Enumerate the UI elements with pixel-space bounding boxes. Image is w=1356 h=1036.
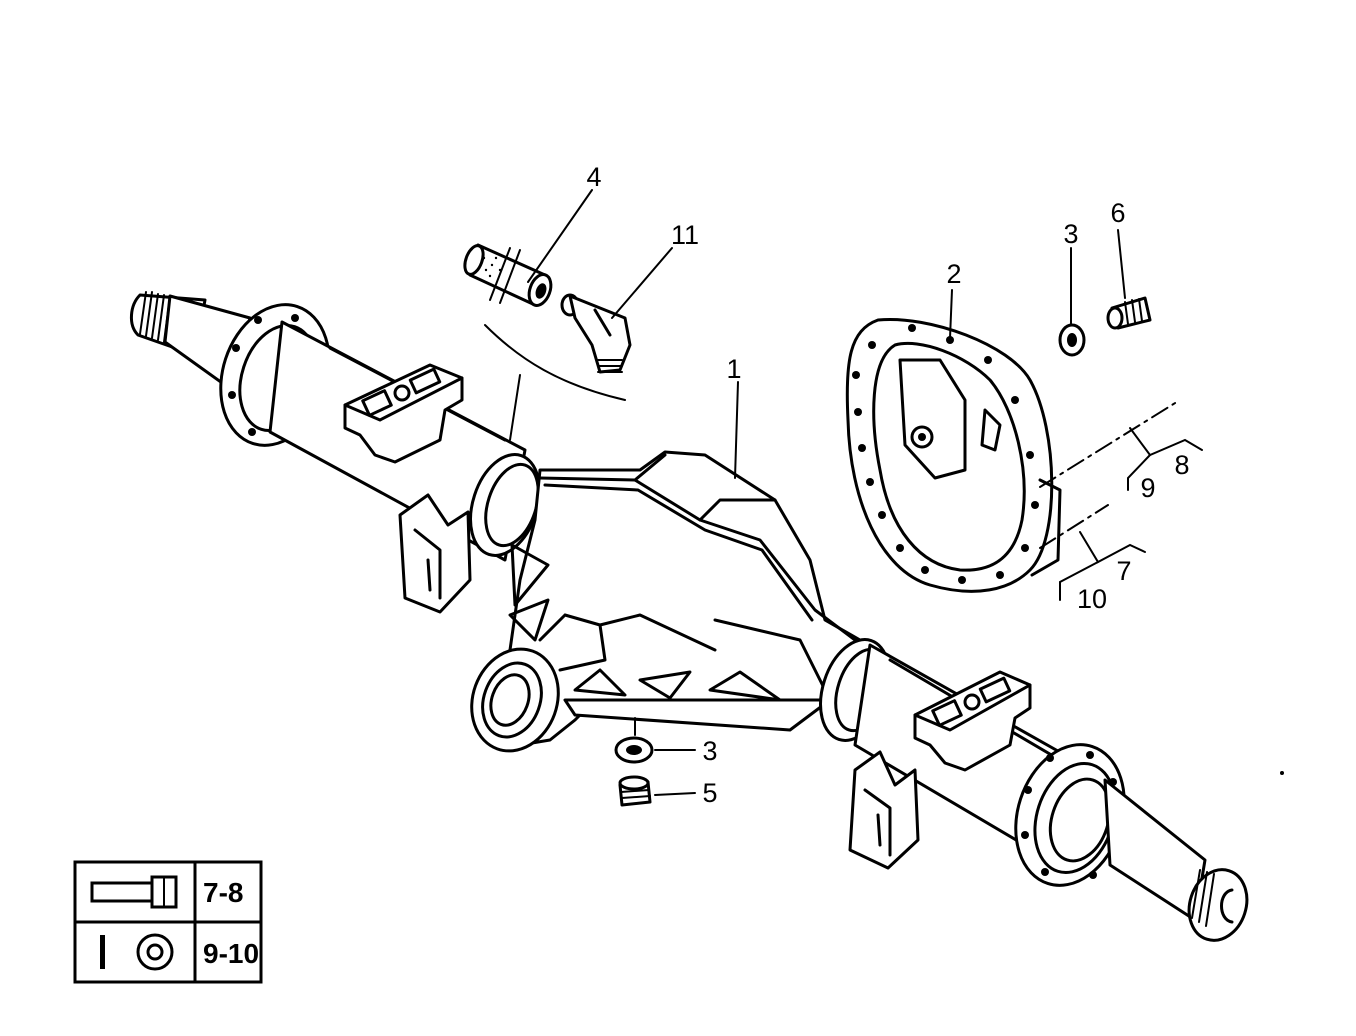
plug-top	[1106, 296, 1152, 330]
bolt-icon	[90, 875, 178, 909]
callout-2: 2	[946, 259, 961, 289]
callout-3-top: 3	[1063, 219, 1078, 249]
legend-label-washer: 9-10	[203, 938, 259, 969]
leader-lines	[509, 189, 1203, 796]
left-u-bracket	[398, 493, 472, 614]
differential-housing	[470, 450, 862, 753]
right-spring-seat	[913, 670, 1032, 772]
callout-6: 6	[1110, 198, 1125, 228]
left-spring-seat	[343, 363, 464, 464]
left-axle-tube	[130, 291, 541, 562]
breather-hose	[463, 243, 553, 307]
callout-4: 4	[586, 162, 601, 192]
callout-10: 10	[1077, 584, 1107, 614]
legend-label-bolt: 7-8	[203, 877, 243, 908]
washer-top	[1058, 323, 1086, 357]
callout-3-bottom: 3	[702, 736, 717, 766]
right-u-bracket	[848, 750, 920, 870]
callout-9: 9	[1140, 473, 1155, 503]
drain-plug	[618, 775, 652, 807]
callout-1: 1	[726, 354, 741, 384]
elbow-fitting	[560, 293, 632, 374]
callout-11: 11	[671, 220, 699, 250]
callout-8: 8	[1174, 450, 1189, 480]
differential-cover	[845, 317, 1062, 593]
callout-5: 5	[702, 778, 717, 808]
group-arc	[484, 324, 626, 401]
callout-7: 7	[1116, 556, 1131, 586]
legend: 7-8 9-10	[73, 860, 263, 984]
washer-bottom	[614, 736, 654, 764]
washer-icon	[100, 933, 174, 971]
